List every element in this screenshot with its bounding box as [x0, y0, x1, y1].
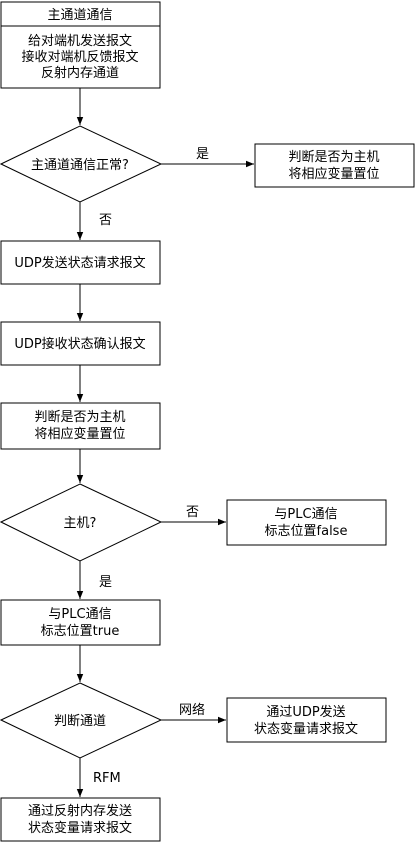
judge-host-right-line-2: 将相应变量置位	[288, 166, 379, 182]
decision-channel: 判断通道	[0, 682, 163, 759]
plc-false-node: 与PLC通信 标志位置false	[226, 499, 387, 546]
via-udp-node: 通过UDP发送 状态变量请求报文	[226, 697, 387, 743]
main-channel-line-1: 给对端机发送报文	[28, 33, 132, 49]
plc-false-line-1: 与PLC通信	[274, 507, 337, 522]
judge-host-mid-line-2: 将相应变量置位	[34, 426, 125, 442]
decision-main-ok-label: 主通道通信正常?	[31, 158, 129, 173]
edge-label-yes-1: 是	[196, 147, 209, 162]
main-channel-line-3: 反射内存通道	[41, 65, 119, 81]
edge-label-rfm: RFM	[93, 771, 121, 786]
main-channel-node: 主通道通信 给对端机发送报文 接收对端机反馈报文 反射内存通道	[0, 1, 161, 89]
decision-host-label: 主机?	[64, 516, 97, 531]
judge-host-mid-line-1: 判断是否为主机	[34, 410, 125, 425]
udp-send-node: UDP发送状态请求报文	[0, 240, 161, 285]
main-channel-line-2: 接收对端机反馈报文	[21, 49, 138, 65]
decision-main-ok: 主通道通信正常?	[0, 125, 163, 203]
edge-label-no-2: 否	[186, 505, 199, 520]
via-rfm-line-2: 状态变量请求报文	[28, 820, 132, 836]
via-rfm-line-1: 通过反射内存发送	[28, 803, 132, 819]
plc-true-line-1: 与PLC通信	[48, 607, 111, 622]
edge-label-no-1: 否	[99, 213, 112, 228]
plc-true-node: 与PLC通信 标志位置true	[0, 599, 161, 646]
udp-send-label: UDP发送状态请求报文	[14, 255, 145, 271]
decision-channel-label: 判断通道	[54, 714, 106, 729]
judge-host-right-line-1: 判断是否为主机	[288, 150, 379, 165]
via-udp-line-1: 通过UDP发送	[266, 704, 345, 720]
plc-false-line-2: 标志位置false	[265, 524, 348, 539]
via-rfm-node: 通过反射内存发送 状态变量请求报文	[0, 797, 161, 842]
udp-recv-label: UDP接收状态确认报文	[14, 336, 145, 352]
edge-label-yes-2: 是	[99, 575, 112, 590]
judge-host-mid-node: 判断是否为主机 将相应变量置位	[0, 402, 161, 450]
edge-label-network: 网络	[179, 702, 205, 718]
decision-host: 主机?	[0, 483, 163, 562]
plc-true-line-2: 标志位置true	[41, 624, 120, 639]
main-channel-title: 主通道通信	[47, 8, 112, 23]
via-udp-line-2: 状态变量请求报文	[254, 721, 358, 737]
udp-recv-node: UDP接收状态确认报文	[0, 321, 161, 366]
judge-host-right-node: 判断是否为主机 将相应变量置位	[254, 143, 415, 188]
